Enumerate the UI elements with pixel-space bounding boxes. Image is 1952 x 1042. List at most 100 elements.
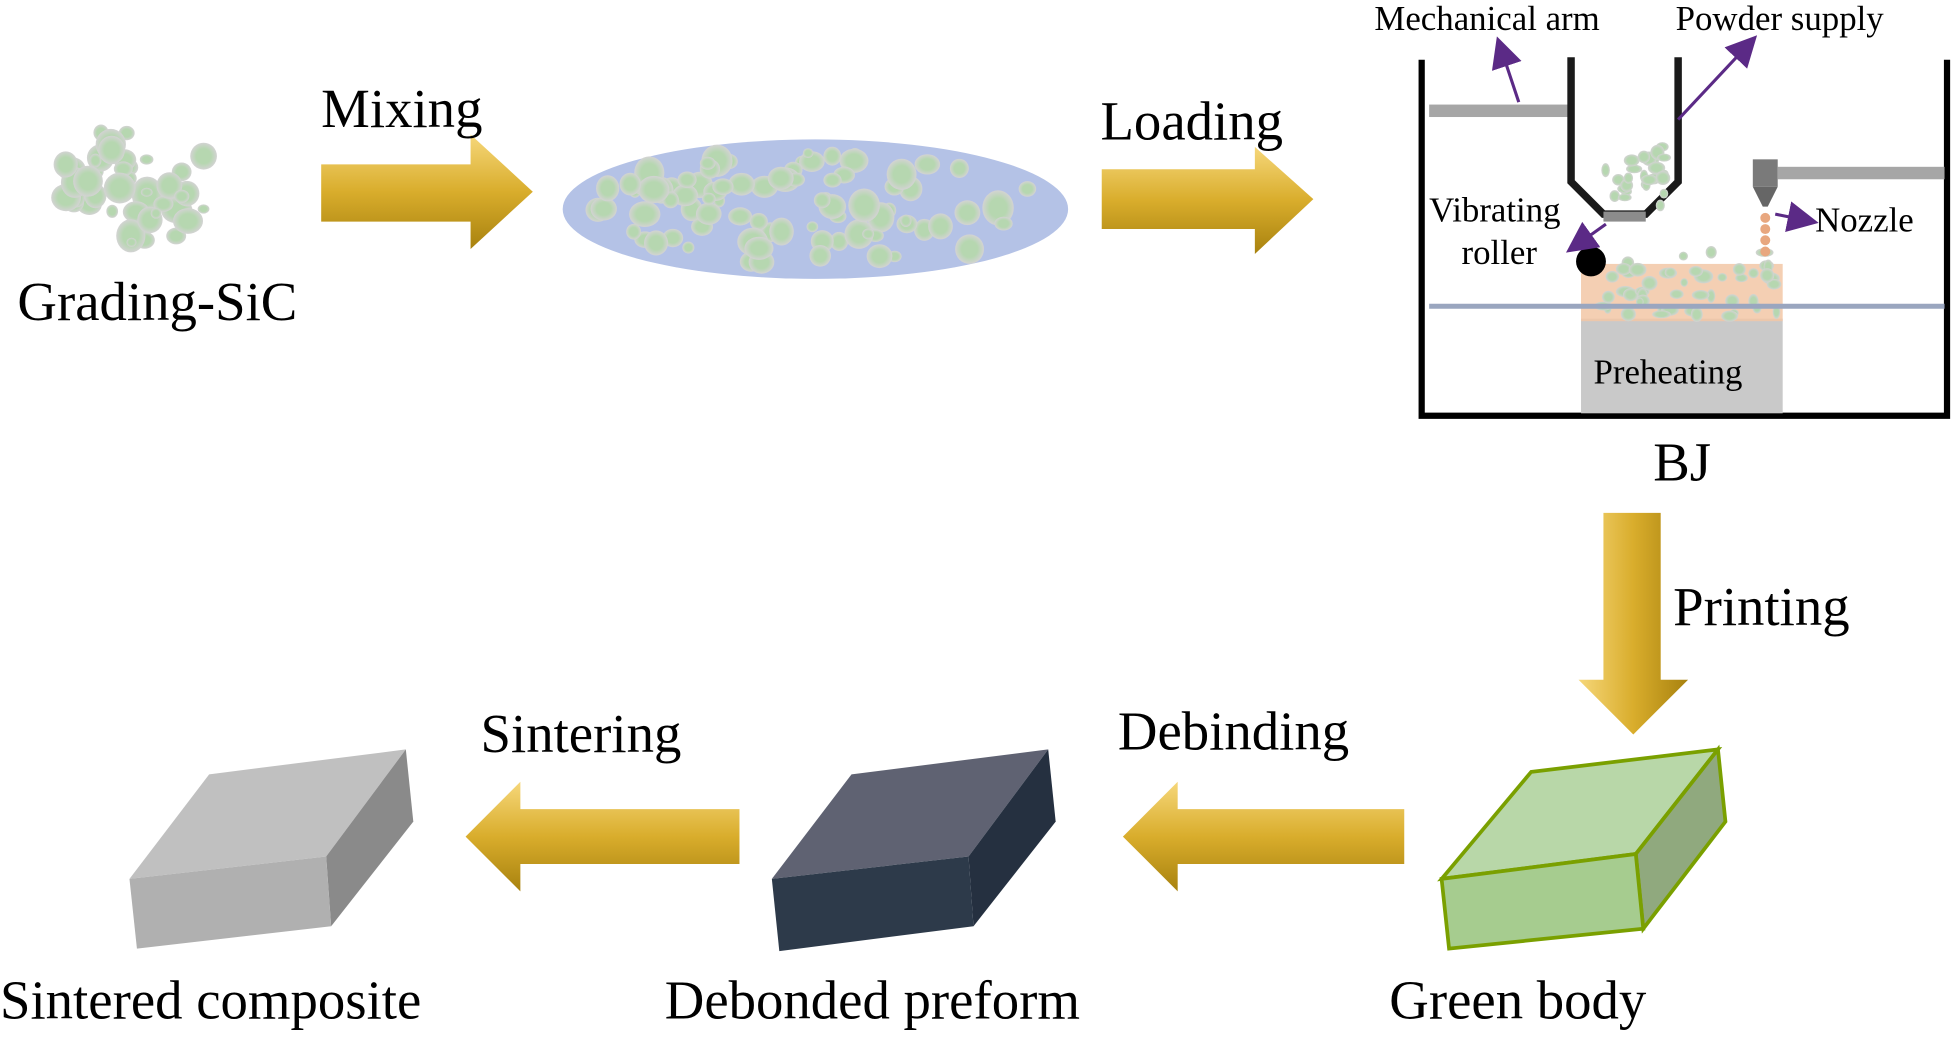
bed-particle	[1641, 275, 1658, 291]
powder-particle	[1659, 188, 1669, 199]
roller-label: roller	[1462, 233, 1538, 272]
sic-particle	[73, 165, 103, 197]
bed-particle	[1615, 262, 1632, 276]
slurry-particle	[802, 148, 814, 159]
bed-particle	[1605, 270, 1620, 283]
mixing-label: Mixing	[321, 78, 482, 139]
powder-particle	[1637, 150, 1651, 164]
slurry-particle	[596, 175, 620, 202]
debinding-label: Debinding	[1118, 700, 1349, 761]
slurry-particle	[954, 200, 981, 226]
grading-sic-particles	[51, 124, 217, 253]
bj-machine	[1418, 35, 1951, 419]
slurry-particle	[699, 156, 716, 170]
powder-particle	[1640, 174, 1658, 186]
bed-particle	[1601, 290, 1615, 304]
sic-particle	[153, 196, 174, 212]
powder-particle	[1647, 161, 1666, 175]
bj-label: BJ	[1653, 432, 1711, 493]
bed-particle	[1620, 307, 1636, 322]
powder-particle	[1655, 199, 1665, 212]
mechanical-arm-bar	[1429, 104, 1574, 118]
green-body-block	[1437, 744, 1728, 951]
debinding-arrow	[1122, 781, 1405, 892]
bed-particle	[1748, 268, 1759, 279]
powder-supply-label: Powder supply	[1676, 0, 1885, 38]
sic-particle	[53, 151, 78, 178]
bed-particle	[1732, 263, 1746, 276]
nozzle	[1752, 159, 1945, 257]
printing-arrow	[1578, 512, 1689, 735]
sic-particle	[89, 153, 102, 168]
slurry-particle	[862, 228, 875, 240]
bed-particle	[1688, 265, 1703, 277]
powder-particle	[1609, 190, 1620, 203]
slurry-particle	[702, 192, 716, 205]
slurry-particle	[590, 197, 617, 221]
sic-particle	[156, 172, 183, 199]
bed-particle	[1705, 246, 1717, 259]
bed-particle	[1664, 267, 1677, 278]
slurry-particle	[830, 231, 849, 251]
slurry-ellipse	[562, 139, 1069, 279]
slurry-particle	[955, 234, 984, 264]
slurry-particle	[928, 213, 953, 240]
slurry-particle	[728, 172, 755, 196]
slurry-particle	[848, 188, 880, 223]
slurry-particle	[626, 223, 642, 240]
bed-particle	[1717, 273, 1728, 282]
sintering-arrow	[465, 781, 740, 892]
powder-particle	[1617, 193, 1632, 202]
slurry-particle	[914, 154, 941, 175]
slurry-particle	[823, 146, 842, 166]
sic-particle	[126, 237, 137, 247]
printing-label: Printing	[1673, 576, 1849, 637]
slurry-particle	[823, 172, 842, 188]
slurry-particle	[728, 207, 753, 226]
slurry-particle	[844, 219, 874, 249]
bed-particle	[1690, 307, 1703, 322]
preheating-label: Preheating	[1593, 352, 1742, 391]
slurry-particle	[866, 244, 893, 269]
bed-particle	[1760, 268, 1775, 283]
debonded-preform-block	[771, 749, 1056, 952]
sic-particle	[140, 187, 153, 197]
slurry-particle	[769, 217, 794, 246]
bed-particle	[1622, 288, 1639, 302]
slurry-particle	[994, 216, 1013, 231]
debonded-preform-label: Debonded preform	[665, 969, 1080, 1030]
powder-particle	[1623, 172, 1634, 184]
slurry-particle	[900, 214, 912, 227]
slurry-particle	[677, 171, 697, 189]
bed-particle	[1735, 273, 1748, 283]
slurry-particle	[809, 244, 831, 267]
sintered-composite-label: Sintered composite	[0, 969, 421, 1030]
slurry-particle	[982, 190, 1014, 226]
slurry-particle	[767, 166, 794, 190]
bed-particle	[1691, 290, 1710, 300]
slurry-particle	[682, 241, 695, 254]
nozzle-label: Nozzle	[1815, 201, 1914, 240]
slurry-particle	[629, 201, 661, 228]
slurry-particle	[813, 192, 831, 209]
powder-particle	[1623, 154, 1640, 167]
build-platform	[1581, 318, 1783, 414]
bed-particle	[1652, 310, 1671, 319]
slurry-particle	[1018, 181, 1037, 197]
green-body-label: Green body	[1389, 969, 1647, 1030]
vibrating-label: Vibrating	[1429, 191, 1560, 230]
sic-particle	[106, 204, 119, 218]
slurry-particle	[949, 158, 969, 178]
sic-particle	[172, 208, 204, 234]
sic-particle	[174, 189, 190, 203]
sintering-label: Sintering	[481, 703, 682, 764]
powder-particle	[1657, 153, 1672, 162]
mixing-arrow	[321, 134, 533, 249]
sic-particle	[197, 204, 210, 214]
slurry-particle	[886, 158, 917, 190]
sic-particle	[139, 154, 154, 165]
sic-particle	[103, 172, 136, 204]
slurry-particle	[744, 236, 774, 260]
